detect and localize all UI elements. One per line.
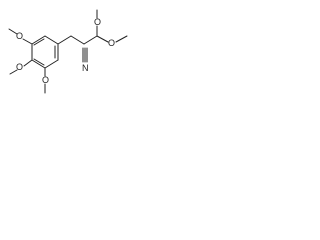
atom-o-ring-bottom: O xyxy=(42,75,49,85)
atom-o-dimethoxy-top: O xyxy=(94,17,101,27)
ring-methoxy-bonds xyxy=(8,28,46,94)
atom-o-ring-middle: O xyxy=(16,62,23,72)
side-chain-bonds xyxy=(57,9,128,63)
atom-n-nitrile: N xyxy=(82,63,89,73)
atom-o-dimethoxy-right: O xyxy=(108,38,115,48)
atom-o-ring-top: O xyxy=(16,31,23,41)
benzene-ring xyxy=(31,35,59,69)
chemical-structure-diagram: O O N O O O xyxy=(8,9,128,94)
